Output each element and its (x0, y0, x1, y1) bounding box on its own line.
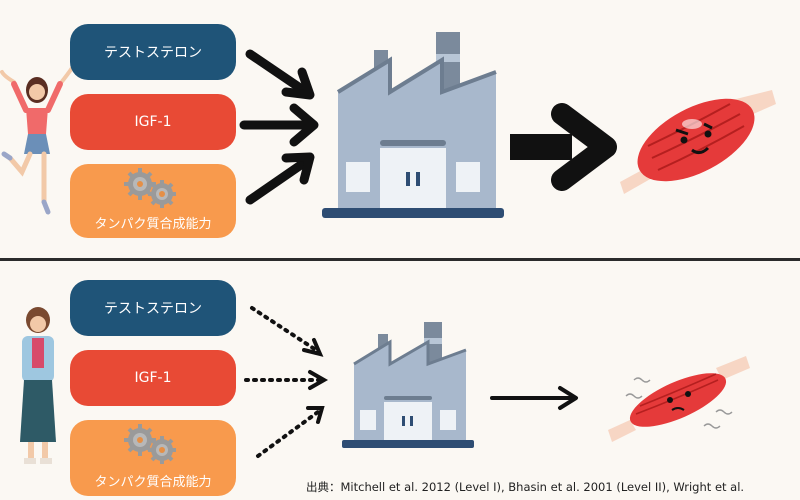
protein-synthesis-label: タンパク質合成能力 (94, 217, 212, 232)
weak-muscle-icon (608, 356, 750, 442)
protein-synthesis-pill-bottom: タンパク質合成能力 (70, 420, 236, 496)
thin-output-arrow-icon (490, 386, 578, 410)
factory-icon (322, 32, 504, 218)
panel-bottom: テストステロン IGF-1 タンパク質合成能力 (0, 262, 800, 500)
testosterone-label: テストステロン (104, 45, 202, 61)
arrow-icon (239, 49, 319, 205)
panel-divider (0, 258, 800, 261)
protein-synthesis-pill: タンパク質合成能力 (70, 164, 236, 238)
muscle-icon (620, 90, 776, 194)
citation-text: 出典：Mitchell et al. 2012 (Level I), Bhasi… (306, 480, 745, 494)
factory-icon-bottom (342, 322, 474, 448)
dotted-arrow-icon (244, 306, 329, 458)
testosterone-pill: テストステロン (70, 24, 236, 80)
gear-icon (124, 168, 176, 208)
igf-label-bottom: IGF-1 (134, 370, 172, 386)
igf-label: IGF-1 (134, 114, 172, 130)
young-woman-icon (0, 66, 74, 215)
testosterone-pill-bottom: テストステロン (70, 280, 236, 336)
older-woman-icon (20, 307, 56, 464)
gear-icon-bottom (124, 424, 176, 464)
protein-synthesis-label-bottom: タンパク質合成能力 (94, 475, 212, 490)
panel-top: テストステロン IGF-1 タンパク質合成能力 (0, 24, 776, 238)
testosterone-label-bottom: テストステロン (104, 301, 202, 317)
igf-pill: IGF-1 (70, 94, 236, 150)
igf-pill-bottom: IGF-1 (70, 350, 236, 406)
output-arrow-icon (510, 103, 617, 191)
